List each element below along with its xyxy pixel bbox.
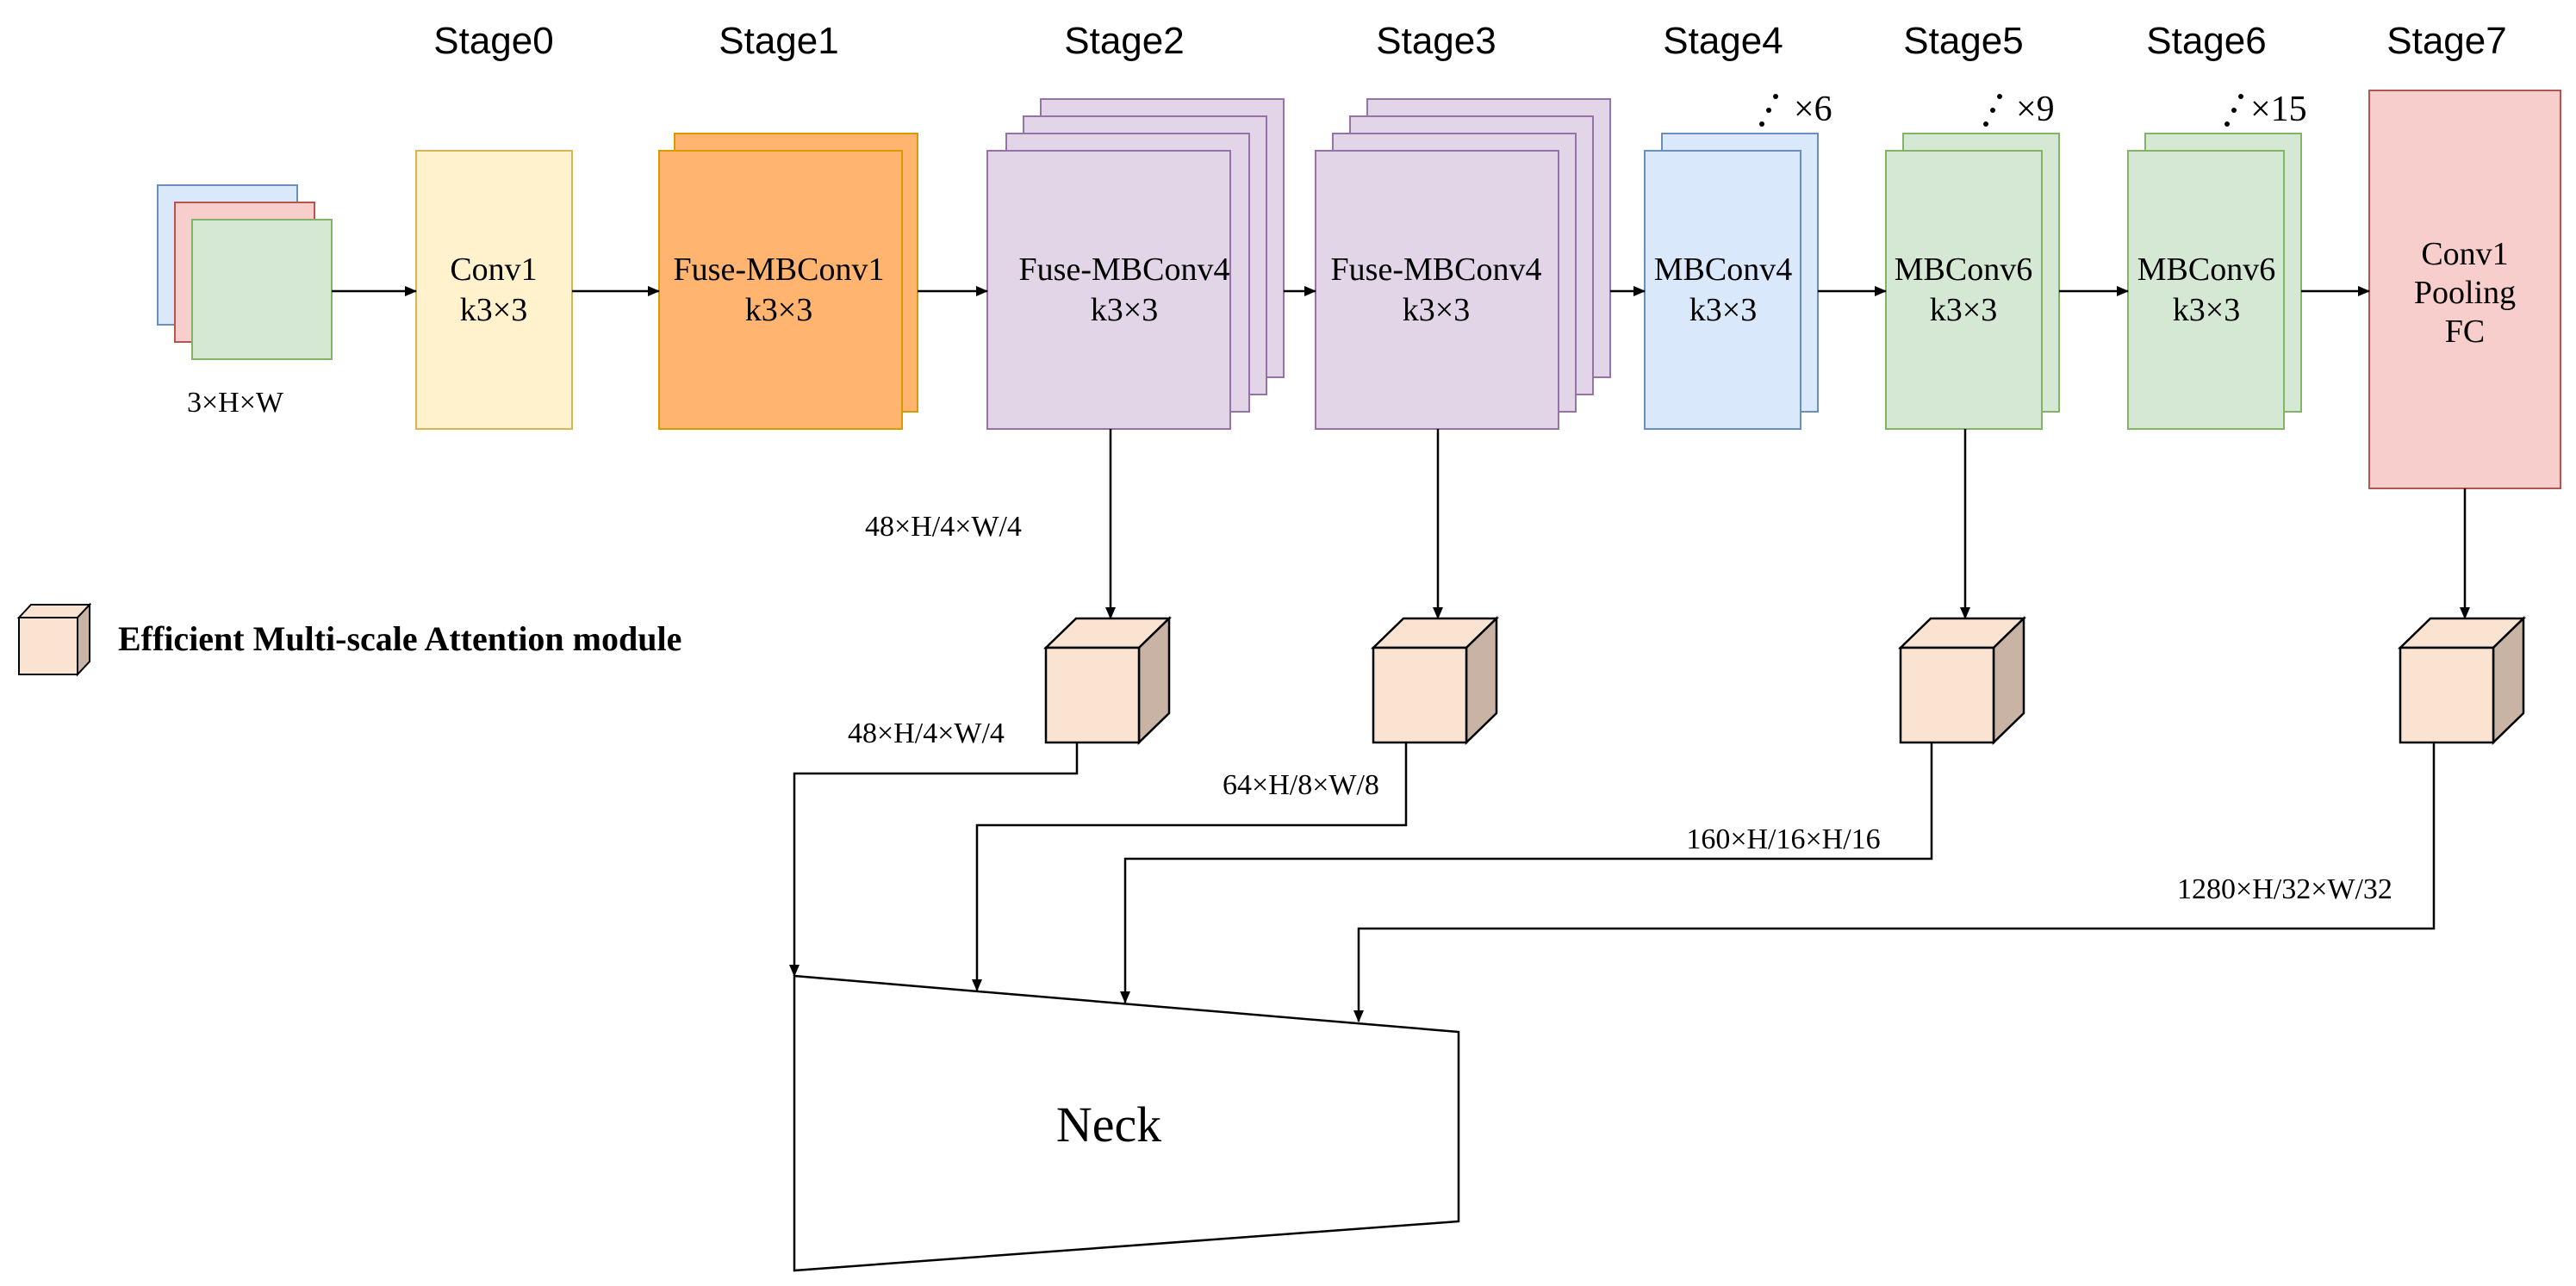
ema-cube-icon-1 bbox=[1042, 616, 1173, 745]
neck-label: Neck bbox=[1056, 1097, 1161, 1152]
ema1-output-dims-label: 48×H/4×W/4 bbox=[848, 718, 1005, 749]
stage3-op-label: Fuse-MBConv4 bbox=[1331, 252, 1542, 288]
neck-block: Neck bbox=[793, 974, 1460, 1272]
stage4-repeat-label: ×6 bbox=[1794, 90, 1832, 129]
input-channel-green bbox=[191, 219, 333, 360]
stage3-title: Stage3 bbox=[1376, 20, 1496, 62]
stage3-block: Fuse-MBConv4 k3×3 bbox=[1315, 98, 1611, 430]
stage0-title: Stage0 bbox=[433, 20, 553, 62]
connector-ema4-to-neck bbox=[1353, 742, 2436, 1022]
stage4-title: Stage4 bbox=[1663, 20, 1783, 62]
stage5-block: MBConv6 k3×3 ×9 bbox=[1885, 90, 2060, 430]
stage2-op-label: Fuse-MBConv4 bbox=[1019, 252, 1230, 288]
stage6-title: Stage6 bbox=[2146, 20, 2266, 62]
ema-cube-icon-4 bbox=[2397, 616, 2527, 745]
stage3-box bbox=[1315, 150, 1559, 430]
branch-arrows bbox=[1105, 429, 2470, 619]
stage4-op-label: MBConv4 bbox=[1654, 252, 1792, 288]
stage1-kernel-label: k3×3 bbox=[745, 292, 812, 328]
stage0-kernel-label: k3×3 bbox=[460, 292, 527, 328]
connector-ema2-to-neck bbox=[972, 742, 1408, 991]
connector-ema3-to-neck bbox=[1120, 742, 1933, 1003]
legend: Efficient Multi-scale Attention module bbox=[16, 602, 681, 677]
legend-label: Efficient Multi-scale Attention module bbox=[118, 619, 681, 658]
stage2-kernel-label: k3×3 bbox=[1091, 292, 1158, 328]
ema3-output-dims-label: 160×H/16×H/16 bbox=[1686, 823, 1880, 855]
stage0-op-label: Conv1 bbox=[450, 252, 537, 288]
connector-ema1-to-neck bbox=[789, 742, 1079, 977]
stage5-repeat-dots-icon bbox=[1983, 94, 2002, 127]
stage7-box bbox=[2368, 90, 2561, 489]
stage1-box bbox=[658, 150, 903, 430]
stage6-repeat-label: ×15 bbox=[2250, 90, 2307, 129]
stage3-kernel-label: k3×3 bbox=[1403, 292, 1470, 328]
ema-cube-icon-2 bbox=[1370, 616, 1500, 745]
neck-trapezoid bbox=[793, 974, 1460, 1272]
stage1-title: Stage1 bbox=[719, 20, 838, 62]
ema2-output-dims-label: 64×H/8×W/8 bbox=[1223, 769, 1379, 801]
stage6-kernel-label: k3×3 bbox=[2173, 292, 2240, 328]
input-feature-stack: 3×H×W bbox=[157, 184, 333, 419]
stage7-conv-label: Conv1 bbox=[2421, 236, 2508, 272]
stage6-op-label: MBConv6 bbox=[2137, 252, 2275, 288]
ema4-output-dims-label: 1280×H/32×W/32 bbox=[2177, 873, 2392, 905]
stage4-box bbox=[1644, 150, 1801, 430]
stage1-op-label: Fuse-MBConv1 bbox=[674, 252, 885, 288]
input-dims-label: 3×H×W bbox=[187, 387, 284, 419]
stage1-block: Fuse-MBConv1 k3×3 bbox=[658, 133, 918, 430]
stage4-kernel-label: k3×3 bbox=[1689, 292, 1757, 328]
stage4-block: MBConv4 k3×3 ×6 bbox=[1644, 90, 1832, 430]
stage2-box bbox=[986, 150, 1231, 430]
stage6-repeat-dots-icon bbox=[2224, 94, 2243, 127]
stage4-repeat-dots-icon bbox=[1759, 94, 1778, 127]
stage7-fc-label: FC bbox=[2445, 314, 2485, 350]
stage7-block: Conv1 Pooling FC bbox=[2368, 90, 2561, 489]
legend-cube-icon bbox=[16, 602, 92, 677]
stage0-box bbox=[415, 150, 573, 430]
stage5-repeat-label: ×9 bbox=[2016, 90, 2055, 129]
stage5-box bbox=[1885, 150, 2043, 430]
ema-cube-icon-3 bbox=[1897, 616, 2027, 745]
neck-connectors bbox=[789, 742, 2436, 1022]
stage2-title: Stage2 bbox=[1064, 20, 1184, 62]
stage6-box bbox=[2127, 150, 2285, 430]
stage2-block: Fuse-MBConv4 k3×3 bbox=[986, 98, 1285, 430]
stage5-kernel-label: k3×3 bbox=[1930, 292, 1997, 328]
stage5-op-label: MBConv6 bbox=[1895, 252, 2032, 288]
stage-titles: Stage0 Stage1 Stage2 Stage3 Stage4 Stage… bbox=[433, 20, 2506, 62]
stage2-output-dims-label: 48×H/4×W/4 bbox=[865, 511, 1022, 543]
stage7-pooling-label: Pooling bbox=[2414, 275, 2516, 311]
stage0-block: Conv1 k3×3 bbox=[415, 150, 573, 430]
stage7-title: Stage7 bbox=[2386, 20, 2506, 62]
stage6-block: MBConv6 k3×3 ×15 bbox=[2127, 90, 2307, 430]
stage5-title: Stage5 bbox=[1903, 20, 2023, 62]
